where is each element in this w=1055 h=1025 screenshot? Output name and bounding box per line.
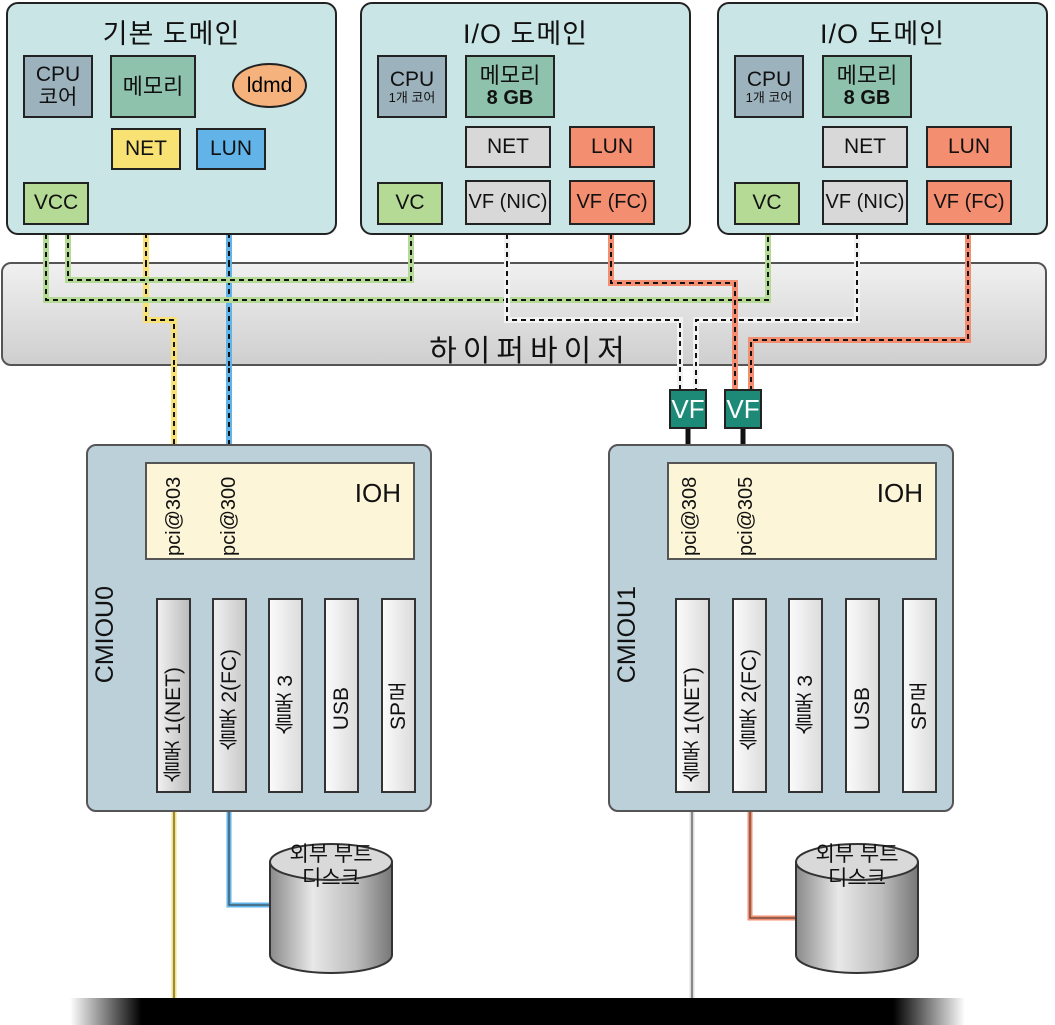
pcie-slot-2: 슬롯 2(FC) — [732, 598, 767, 793]
cpu-label: CPU — [389, 67, 435, 91]
slot-label: 슬롯 1(NET) — [161, 666, 185, 783]
cmiou1-label: CMIOU1 — [612, 586, 641, 684]
vf-chip-nic: VF — [669, 389, 707, 429]
pci-root-label: pci@300 — [217, 476, 240, 556]
memory-label: 메모리 — [122, 73, 184, 99]
usb-port: USB — [324, 598, 359, 793]
vf-fc-label: VF (FC) — [576, 191, 648, 213]
cpu-label: CPU — [35, 63, 81, 87]
memory-box: 메모리 8 GB — [822, 55, 912, 118]
boot-disk-label: 외부 부트 디스크 — [802, 843, 912, 891]
disk-label-line: 외부 부트 — [289, 843, 373, 866]
domain-title: I/O 도메인 — [462, 19, 589, 49]
memory-box: 메모리 8 GB — [465, 55, 555, 118]
boot-disk-label: 외부 부트 디스크 — [276, 843, 386, 891]
memory-box: 메모리 — [110, 55, 196, 118]
vc-box: VC — [377, 182, 443, 225]
vf-nic-label: VF (NIC) — [468, 191, 548, 213]
cable-cmiou0-disk — [226, 792, 272, 908]
slot-label: USB — [329, 686, 353, 730]
disk-label-line: 외부 부트 — [815, 843, 899, 866]
cpu-sublabel: 1개 코어 — [745, 89, 793, 105]
lun-box: LUN — [569, 126, 655, 168]
cpu-sublabel: 1개 코어 — [388, 89, 436, 105]
ioh-label: IOH — [354, 478, 401, 508]
pci-root-label: pci@308 — [678, 476, 701, 556]
net-box: NET — [822, 126, 908, 168]
ldmd-label: ldmd — [246, 73, 293, 97]
pci-root-label: pci@305 — [734, 476, 757, 556]
ioh-block: IOH — [667, 462, 937, 560]
net-box: NET — [111, 128, 181, 170]
pcie-slot-2: 슬롯 2(FC) — [212, 598, 247, 793]
slot-label: 슬롯 2(FC) — [737, 648, 761, 751]
disk-label-line: 디스크 — [828, 867, 886, 891]
vf-chip-fc: VF — [724, 389, 762, 429]
disk-label-line: 디스크 — [302, 867, 360, 891]
vc-label: VC — [752, 191, 782, 215]
memory-size: 8 GB — [843, 86, 891, 109]
vf-fc-box: VF (FC) — [926, 180, 1012, 225]
slot-label: 슬롯 3 — [793, 675, 817, 735]
pcie-slot-1: 슬롯 1(NET) — [156, 598, 191, 793]
lun-label: LUN — [209, 136, 252, 160]
pcie-slot-3: 슬롯 3 — [788, 598, 823, 793]
net-label: NET — [844, 134, 886, 158]
slot-label: 슬롯 3 — [273, 675, 297, 735]
domain-title: 기본 도메인 — [102, 19, 241, 49]
vc-box: VC — [734, 182, 800, 225]
usb-port: USB — [845, 598, 880, 793]
cable-cmiou1-disk — [747, 792, 798, 921]
cmiou0-label: CMIOU0 — [90, 586, 119, 684]
sp-link: SP로 — [902, 598, 937, 793]
vf-chip-label: VF — [671, 393, 705, 424]
vcc-box: VCC — [23, 182, 89, 225]
slot-label: 슬롯 1(NET) — [680, 666, 704, 783]
slot-label: SP로 — [907, 680, 931, 730]
memory-label: 메모리 — [479, 63, 541, 89]
ldmd-daemon: ldmd — [232, 63, 307, 108]
vf-fc-box: VF (FC) — [569, 180, 655, 225]
slot-label: 슬롯 2(FC) — [217, 648, 241, 751]
cpu-box: CPU 1개 코어 — [377, 55, 447, 118]
hypervisor-label: 하이퍼바이저 — [429, 335, 631, 368]
vc-label: VC — [395, 191, 425, 215]
lun-label: LUN — [590, 134, 633, 158]
pcie-slot-3: 슬롯 3 — [268, 598, 303, 793]
lun-label: LUN — [947, 134, 990, 158]
ioh-label: IOH — [876, 478, 923, 508]
domain-title: I/O 도메인 — [819, 19, 946, 49]
vf-nic-label: VF (NIC) — [825, 191, 905, 213]
vf-nic-box: VF (NIC) — [465, 180, 551, 225]
vf-fc-label: VF (FC) — [933, 191, 1005, 213]
lun-box: LUN — [196, 128, 266, 170]
cpu-sublabel: 코어 — [38, 85, 78, 109]
ioh-block: IOH — [145, 462, 415, 560]
net-label: NET — [487, 134, 529, 158]
vcc-label: VCC — [33, 191, 79, 215]
pci-root-label: pci@303 — [162, 476, 185, 556]
memory-label: 메모리 — [836, 63, 898, 89]
vf-chip-label: VF — [726, 393, 760, 424]
pcie-slot-1: 슬롯 1(NET) — [675, 598, 710, 793]
vf-nic-box: VF (NIC) — [822, 180, 908, 225]
sp-link: SP로 — [381, 598, 416, 793]
cpu-label: CPU — [746, 67, 792, 91]
net-label: NET — [125, 136, 167, 160]
memory-size: 8 GB — [486, 86, 534, 109]
cpu-box: CPU 1개 코어 — [734, 55, 804, 118]
cpu-box: CPU 코어 — [23, 55, 93, 118]
slot-label: SP로 — [386, 680, 410, 730]
lun-box: LUN — [926, 126, 1012, 168]
boot-disk-1 — [269, 843, 393, 974]
network-bar — [70, 998, 965, 1025]
slot-label: USB — [850, 686, 874, 730]
boot-disk-2 — [795, 843, 919, 974]
net-box: NET — [465, 126, 551, 168]
